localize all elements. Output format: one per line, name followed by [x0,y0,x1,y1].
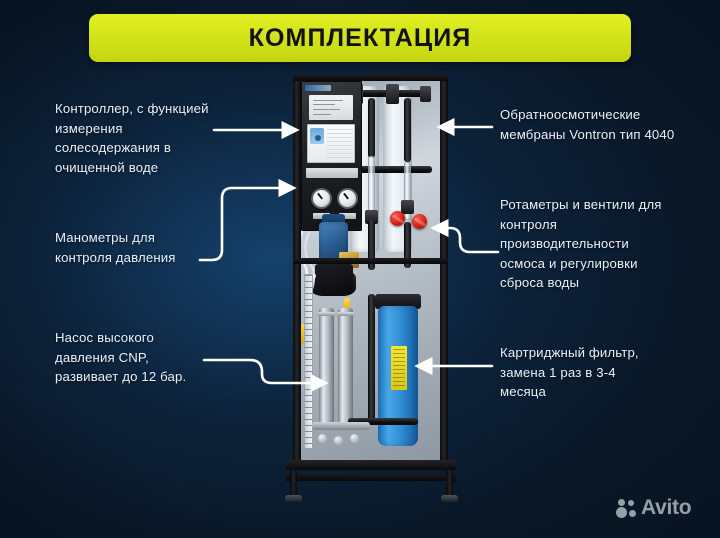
arrow-manometers [198,178,297,262]
callout-label-pump: Насос высокого давления CNP, развивает д… [55,330,187,384]
avito-wordmark: Avito [641,496,692,519]
callout-label-controller: Контроллер, с функцией измерения солесод… [55,101,209,175]
arrow-pump [202,358,329,393]
callout-label-rotameters: Ротаметры и вентили для контроля произво… [500,197,662,290]
page-title: КОМПЛЕКТАЦИЯ [248,23,472,52]
callout-label-manometers: Манометры для контроля давления [55,230,176,265]
callout-label-membranes: Обратноосмотические мембраны Vontron тип… [500,107,675,142]
avito-watermark: Avito [616,496,692,520]
avito-dots-icon [616,498,636,518]
arrow-rotameters [430,218,500,254]
title-banner: КОМПЛЕКТАЦИЯ [89,14,631,62]
callout-label-cartridge: Картриджный фильтр, замена 1 раз в 3-4 м… [500,345,639,399]
